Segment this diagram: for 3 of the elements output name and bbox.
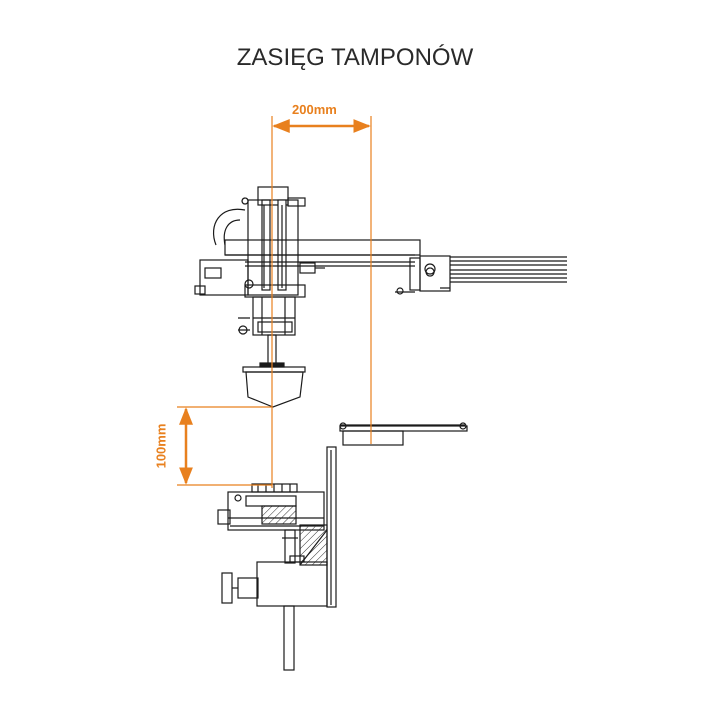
dimension-label: 100mm xyxy=(154,424,168,468)
title: ZASIĘG TAMPONÓW xyxy=(236,44,474,72)
dimension-label: 200mm xyxy=(292,102,337,117)
